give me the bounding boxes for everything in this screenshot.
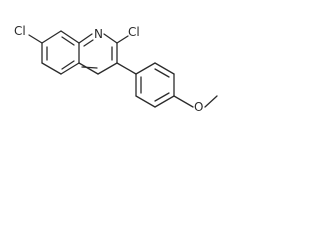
bond-to-chlorine-left xyxy=(28,34,43,44)
nitrogen-label: N xyxy=(94,27,103,41)
bond-to-phenyl xyxy=(116,62,137,75)
bond-to-oxygen xyxy=(173,95,194,108)
chemical-structure-drawing: Cl N Cl O xyxy=(14,24,218,114)
bond-to-chlorine-right xyxy=(116,35,129,44)
chlorine-right-label: Cl xyxy=(128,25,140,39)
oxygen-label: O xyxy=(194,100,203,114)
methoxyphenyl-ring xyxy=(135,62,175,108)
bond-to-methyl xyxy=(204,95,218,108)
benzo-ring xyxy=(41,30,80,75)
chlorine-left-label: Cl xyxy=(14,24,26,38)
pyridine-ring xyxy=(78,33,118,75)
